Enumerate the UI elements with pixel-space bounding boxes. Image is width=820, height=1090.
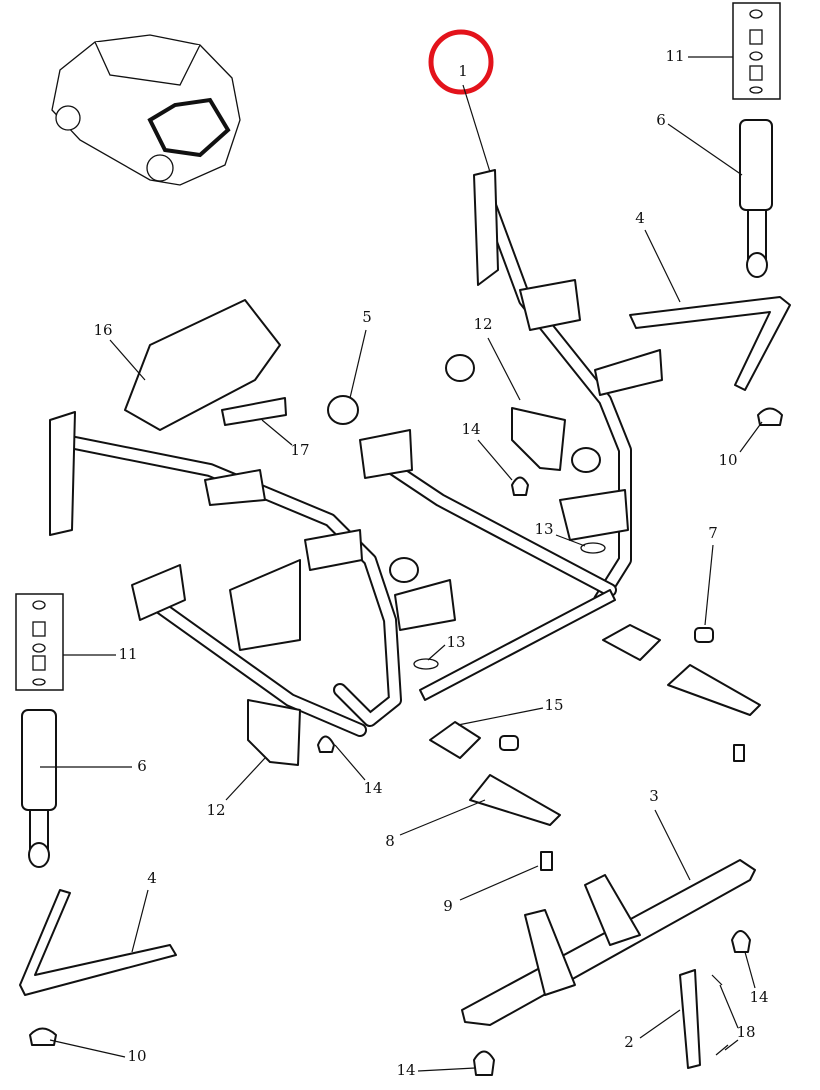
wishbone-part-4-left: [19, 889, 177, 996]
callout-11[interactable]: 11: [118, 645, 137, 663]
callout-4[interactable]: 4: [635, 209, 645, 227]
crossmember-bracket: [524, 909, 576, 996]
bracket-part-12-bottom: [247, 699, 301, 766]
bracket-part-12-top: [511, 407, 566, 471]
callout-14[interactable]: 14: [396, 1061, 415, 1079]
callout-14[interactable]: 14: [363, 779, 382, 797]
callout-16[interactable]: 16: [93, 321, 112, 339]
bracket-part-17: [221, 397, 287, 426]
spacer: [499, 735, 519, 751]
sleeve-part-9: [540, 851, 553, 871]
callout-15[interactable]: 15: [544, 696, 563, 714]
ball-joint-part-10-left: [29, 1027, 57, 1046]
bump-stop-part-14: [473, 1050, 495, 1076]
callout-18[interactable]: 18: [736, 1023, 755, 1041]
leader-lines: [40, 56, 763, 1072]
callout-10[interactable]: 10: [718, 451, 737, 469]
crossmember-bracket: [584, 874, 641, 946]
callout-12[interactable]: 12: [206, 801, 225, 819]
callout-6[interactable]: 6: [656, 111, 666, 129]
callout-3[interactable]: 3: [649, 787, 659, 805]
callout-2[interactable]: 2: [624, 1033, 634, 1051]
callout-labels: 1 11 6 4 16 5 12 17 14 10 13 7 13 11 15 …: [93, 47, 768, 1079]
callout-14[interactable]: 14: [461, 420, 480, 438]
bracket-part-2: [679, 969, 701, 1069]
sleeve: [733, 744, 745, 762]
plate-part-8: [667, 664, 761, 716]
spacer-part-7: [694, 627, 714, 643]
callout-12[interactable]: 12: [473, 315, 492, 333]
callout-6[interactable]: 6: [137, 757, 147, 775]
callout-5[interactable]: 5: [362, 308, 372, 326]
bush-part-5: [327, 395, 359, 425]
pad-part-13: [413, 658, 439, 670]
shock-absorber-part-6-right: [739, 119, 773, 278]
callout-1[interactable]: 1: [458, 62, 468, 80]
bush: [445, 354, 475, 382]
callout-14[interactable]: 14: [749, 988, 768, 1006]
wishbone-part-4-right: [629, 296, 791, 391]
bump-stop-part-14: [511, 476, 529, 496]
callout-4[interactable]: 4: [147, 869, 157, 887]
mount-part-15: [602, 624, 661, 661]
callout-9[interactable]: 9: [443, 897, 453, 915]
callout-17[interactable]: 17: [290, 441, 309, 459]
bush: [389, 557, 419, 583]
callout-13[interactable]: 13: [534, 520, 553, 538]
shock-absorber-part-6-left: [21, 709, 57, 868]
callout-13[interactable]: 13: [446, 633, 465, 651]
pad-part-13: [580, 542, 606, 554]
callout-8[interactable]: 8: [385, 832, 395, 850]
subframe-part-1: [49, 169, 663, 737]
bump-stop-part-14: [317, 735, 335, 753]
ball-joint-part-10-right: [757, 407, 783, 426]
callout-11[interactable]: 11: [665, 47, 684, 65]
highlight-circle: [428, 29, 494, 95]
car-locator-thumbnail: [51, 34, 241, 186]
callout-7[interactable]: 7: [708, 524, 718, 542]
pin-part-18: [715, 1044, 729, 1056]
bush-kit-part-11-left: [15, 593, 64, 691]
callout-10[interactable]: 10: [127, 1047, 146, 1065]
bump-stop-part-14: [731, 930, 751, 953]
mount-part-15: [429, 721, 481, 759]
bush: [571, 447, 601, 473]
bush-kit-part-11-top: [732, 2, 781, 100]
mount-part-16: [124, 299, 281, 431]
pin-part-18: [711, 974, 723, 986]
plate-part-8: [469, 774, 561, 826]
